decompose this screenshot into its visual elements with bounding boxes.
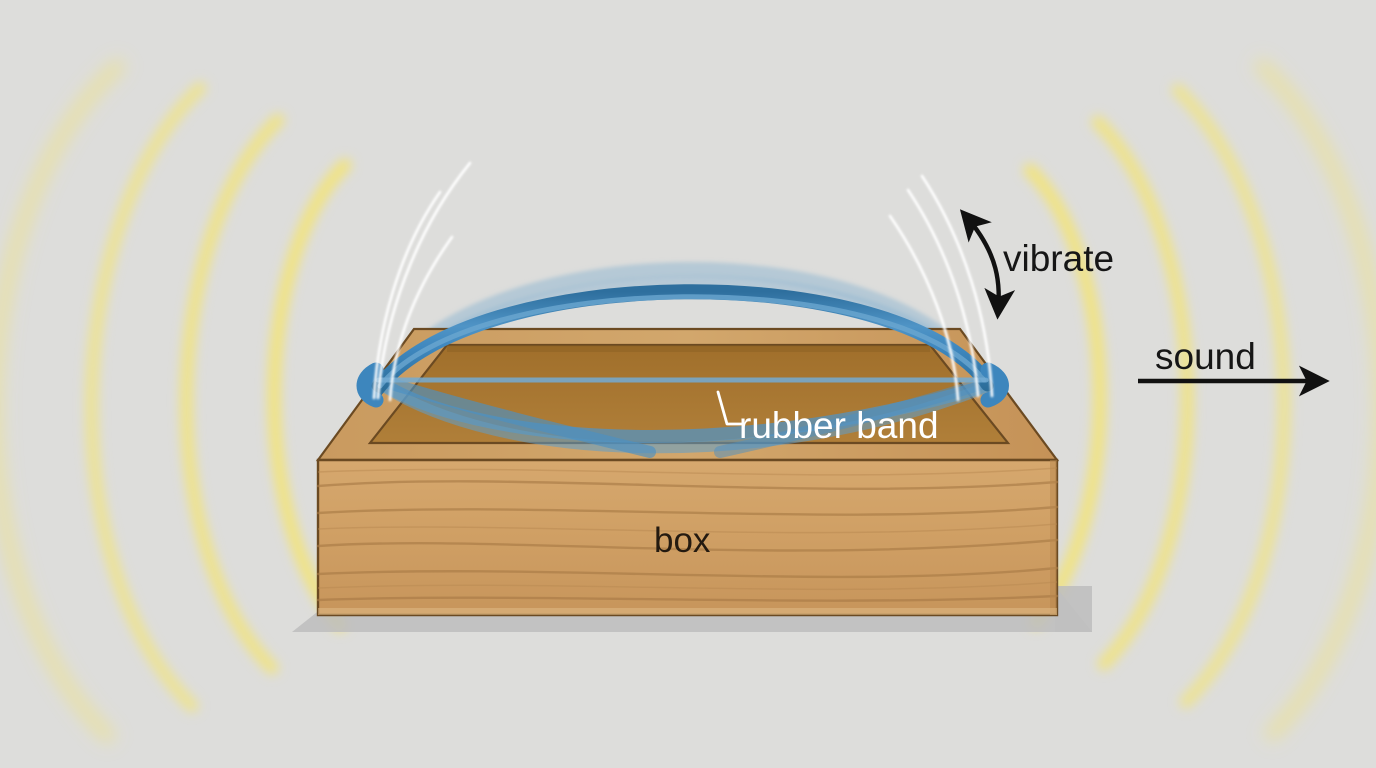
- rubber-band-diagonal: [714, 377, 990, 458]
- vibration-line: [888, 214, 960, 402]
- box-shadow-right: [1055, 586, 1092, 632]
- label-rubber-band: rubber band: [739, 405, 939, 446]
- vibration-line: [372, 190, 442, 400]
- sound-wave-arc: [0, 59, 125, 743]
- box-right-edge: [1050, 460, 1057, 615]
- vibrate-arrow: [959, 209, 1016, 320]
- sound-waves-right: [1023, 59, 1376, 741]
- sound-wave-arc: [1255, 59, 1376, 741]
- sound-wave-arc: [1171, 83, 1291, 709]
- label-vibrate: vibrate: [1003, 238, 1115, 279]
- sound-wave-arc: [267, 158, 352, 632]
- vibration-line: [388, 235, 454, 402]
- rubber-band-right-wrap: [980, 362, 1009, 408]
- label-sound: sound: [1155, 336, 1256, 377]
- sound-wave-arc: [1091, 115, 1194, 671]
- vibration-line: [376, 161, 472, 400]
- vibration-line: [906, 188, 980, 398]
- rubber-band-left-wrap: [356, 362, 384, 408]
- wood-grain: [316, 480, 1059, 602]
- wood-grain-fine: [317, 467, 1058, 591]
- rubber-band-leader-line: [716, 390, 744, 426]
- rubber-band-arc-highlight: [377, 294, 987, 389]
- sound-wave-arc: [85, 81, 207, 713]
- box-interior-shade: [447, 345, 930, 352]
- label-box: box: [654, 521, 711, 560]
- sound-wave-arc: [1023, 163, 1107, 629]
- vibration-lines-left: [372, 161, 472, 402]
- sound-wave-arc: [180, 113, 285, 675]
- sound-waves-left: [0, 59, 352, 743]
- box-bottom-lip: [318, 608, 1057, 615]
